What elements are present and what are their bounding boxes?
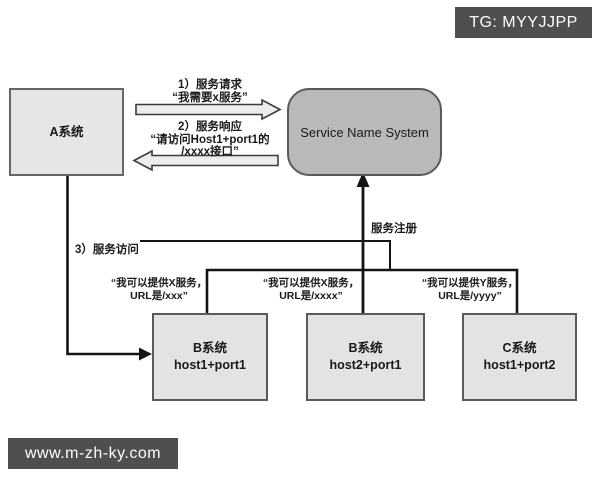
quote-provider1-line1: “我可以提供X服务， [110, 277, 208, 289]
arrowhead-up-icon [356, 172, 370, 187]
node-system-a-label: A系统 [49, 124, 84, 139]
arrowhead-right-icon [139, 347, 152, 361]
node-provider2: B系统 host2+port1 [306, 313, 425, 401]
quote-provider1-line2: URL是/xxx” [130, 289, 188, 302]
flow-request-label: 1）服务请求 “我需要x服务” [135, 79, 285, 104]
node-provider3: C系统 host1+port2 [462, 313, 577, 401]
node-provider2-subtitle: host2+port1 [329, 358, 402, 372]
flow-register-label: 服务注册 [371, 223, 417, 235]
flow-response-line2: “请访问Host1+port1的 [150, 133, 270, 146]
node-provider1-title: B系统 [192, 341, 228, 355]
watermark-site-badge: www.m-zh-ky.com [8, 438, 178, 469]
quote-provider2-line2: URL是/xxxx” [279, 289, 343, 302]
arrow-right-block-icon [135, 98, 282, 121]
flow-request-line2: “我需要x服务” [172, 91, 248, 104]
node-provider3-title: C系统 [502, 341, 537, 355]
node-provider1: B系统 host1+port1 [152, 313, 268, 401]
quote-provider3-line1: “我可以提供Y服务， [421, 277, 519, 289]
quote-provider2-line1: “我可以提供X服务， [262, 277, 360, 289]
quote-provider2: “我可以提供X服务， URL是/xxxx” [260, 277, 362, 302]
watermark-tg-text: TG: MYYJJPP [469, 13, 578, 31]
node-provider1-subtitle: host1+port1 [174, 358, 246, 372]
node-provider2-title: B系统 [348, 341, 383, 355]
node-service-name-system: Service Name System [287, 88, 442, 176]
node-provider3-subtitle: host1+port2 [483, 358, 556, 372]
quote-provider3-line2: URL是/yyyy” [438, 289, 502, 302]
flow-response-line3: /xxxx接口” [181, 146, 239, 158]
watermark-tg-badge: TG: MYYJJPP [455, 7, 592, 38]
quote-provider3: “我可以提供Y服务， URL是/yyyy” [419, 277, 521, 302]
auxiliary-connector-line [140, 240, 391, 269]
quote-provider1: “我可以提供X服务， URL是/xxx” [108, 277, 210, 302]
watermark-site-text: www.m-zh-ky.com [24, 444, 162, 462]
flow-response-line1: 2）服务响应 [178, 121, 242, 133]
arrow-left-block-icon [132, 149, 279, 172]
node-sns-label: Service Name System [300, 124, 429, 140]
access-elbow-line [66, 173, 141, 356]
flow-request-line1: 1）服务请求 [178, 79, 242, 91]
node-system-a: A系统 [9, 88, 124, 176]
flow-access-label: 3）服务访问 [75, 244, 139, 256]
flow-response-label: 2）服务响应 “请访问Host1+port1的 /xxxx接口” [130, 121, 290, 159]
